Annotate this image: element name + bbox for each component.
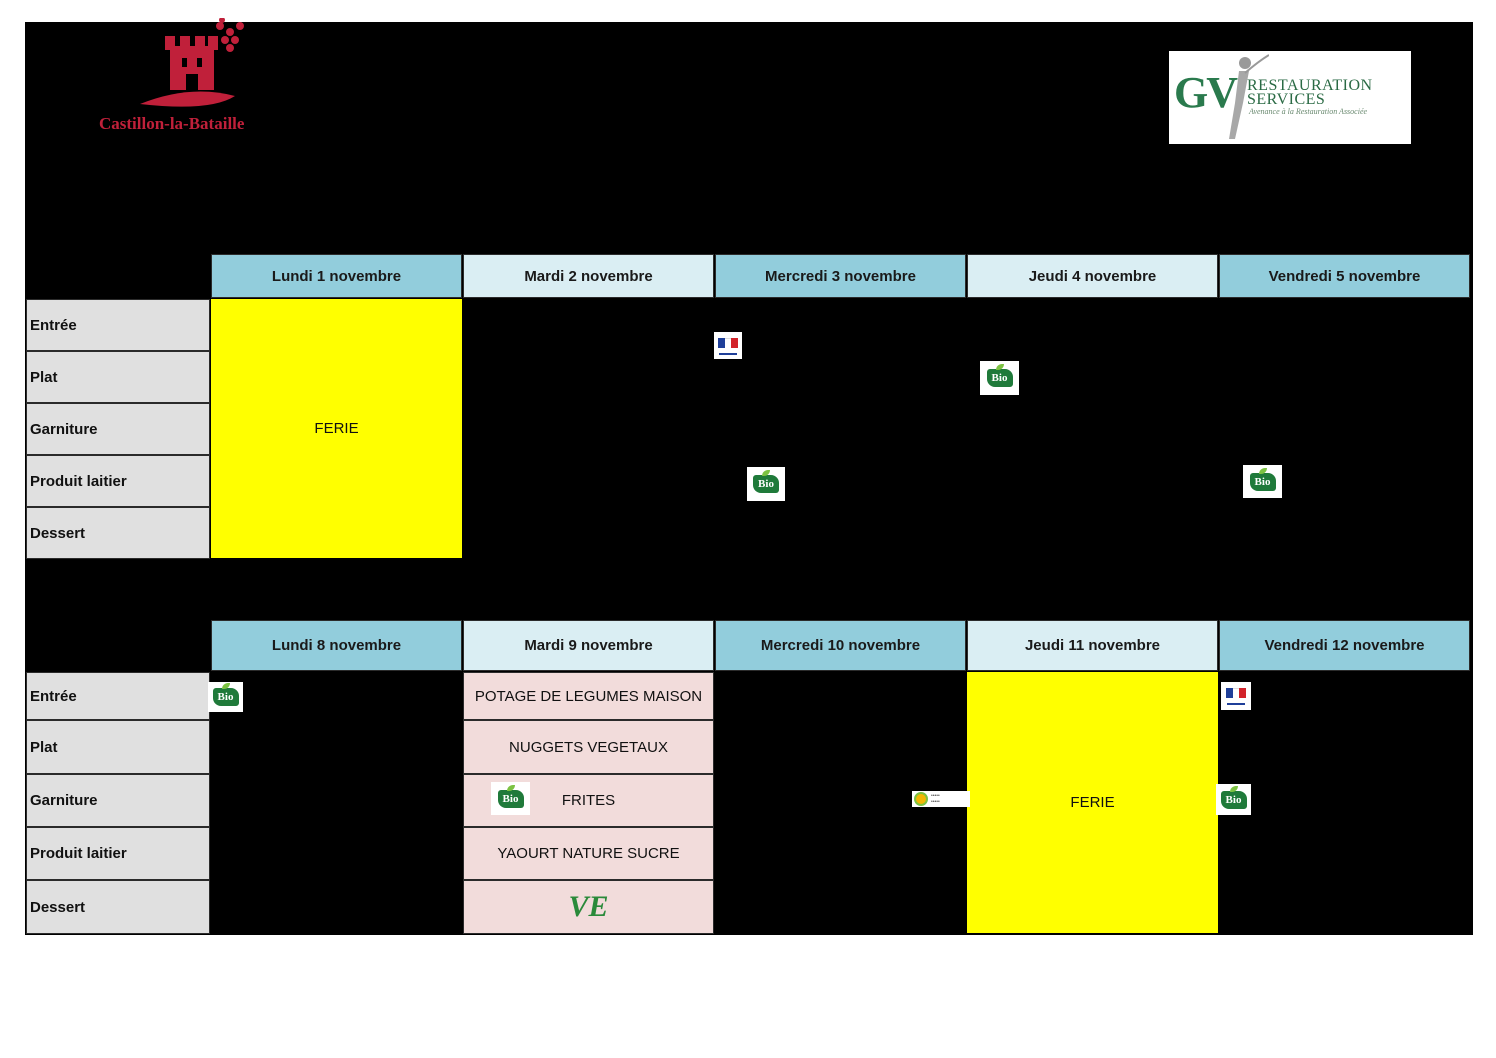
row-label-garniture: Garniture — [26, 403, 210, 455]
row-label-produit-laitier: Produit laitier — [26, 827, 210, 880]
bio-icon: Bio — [1216, 784, 1251, 815]
week2-day-header: Jeudi 11 novembre — [967, 620, 1218, 671]
menu-cell-entree: POTAGE DE LEGUMES MAISON — [463, 672, 714, 720]
menu-cell-dessert: VE — [463, 880, 714, 934]
caterer-tagline: Avenance à la Restauration Associée — [1249, 107, 1368, 116]
figure-icon — [1229, 54, 1269, 139]
town-name: Castillon-la-Bataille — [99, 114, 245, 133]
row-label-plat: Plat — [26, 720, 210, 774]
week1-day-header: Mercredi 3 novembre — [715, 254, 966, 298]
caterer-line2: SERVICES — [1247, 91, 1326, 108]
origine-france-icon — [1221, 682, 1251, 710]
row-label-garniture: Garniture — [26, 774, 210, 827]
week1-day-header: Lundi 1 novembre — [211, 254, 462, 298]
row-label-plat: Plat — [26, 351, 210, 403]
bio-icon: Bio — [980, 361, 1019, 395]
caterer-line1: RESTAURATION — [1247, 77, 1373, 94]
menu-cell-plat: NUGGETS VEGETAUX — [463, 720, 714, 774]
week1-day-header: Mardi 2 novembre — [463, 254, 714, 298]
week2-day-header: Lundi 8 novembre — [211, 620, 462, 671]
row-label-dessert: Dessert — [26, 507, 210, 559]
origine-france-icon — [714, 332, 742, 359]
bio-icon: Bio — [747, 467, 785, 501]
menu-cell-produit-laitier: YAOURT NATURE SUCRE — [463, 827, 714, 880]
row-label-entree: Entrée — [26, 299, 210, 351]
row-label-dessert: Dessert — [26, 880, 210, 934]
week1-day-header: Jeudi 4 novembre — [967, 254, 1218, 298]
castle-icon — [140, 17, 244, 107]
week2-day-header: Vendredi 12 novembre — [1219, 620, 1470, 671]
holiday-cell: FERIE — [211, 299, 462, 558]
bio-icon: Bio — [208, 682, 243, 712]
row-label-entree: Entrée — [26, 672, 210, 720]
week2-day-header: Mardi 9 novembre — [463, 620, 714, 671]
bio-icon: Bio — [491, 782, 530, 815]
gv-mark: GV — [1174, 68, 1238, 117]
row-label-produit-laitier: Produit laitier — [26, 455, 210, 507]
week1-day-header: Vendredi 5 novembre — [1219, 254, 1470, 298]
holiday-cell: FERIE — [967, 672, 1218, 933]
label-logo-icon: •••••••••• — [912, 791, 970, 807]
gv-restauration-logo: GV RESTAURATION SERVICES Avenance à la R… — [1169, 51, 1411, 144]
vegetarian-icon: VE — [568, 890, 609, 923]
castillon-logo: Castillon-la-Bataille — [70, 17, 310, 143]
week2-day-header: Mercredi 10 novembre — [715, 620, 966, 671]
bio-icon: Bio — [1243, 465, 1282, 498]
